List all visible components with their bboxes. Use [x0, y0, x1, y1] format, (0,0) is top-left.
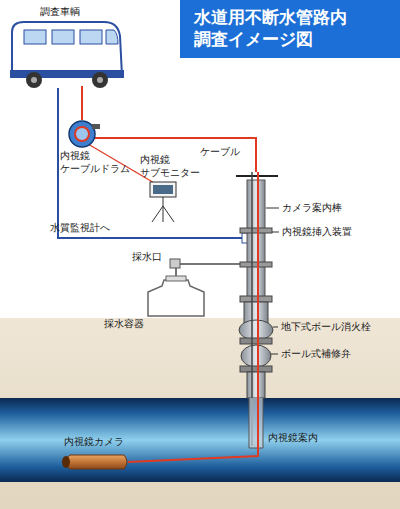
part-label: カメラ案内棒 [282, 202, 342, 215]
leader-lines [266, 208, 279, 354]
part-label: 内視鏡 サブモニター [140, 154, 200, 179]
monitor-line [58, 88, 244, 238]
part-label: 内視鏡挿入装置 [282, 226, 352, 239]
sampling-tap [170, 259, 180, 268]
water-main [0, 398, 400, 482]
part-label: 採水口 [132, 251, 162, 264]
cable-drum [69, 121, 100, 147]
part-label: 水質監視計へ [50, 222, 110, 235]
insertion-device [240, 180, 272, 302]
title: 水道用不断水管路内 調査イメージ図 [194, 6, 347, 50]
part-label: 内視鏡案内 [268, 432, 318, 445]
part-label: 調査車輌 [40, 6, 80, 19]
sampling-container [148, 276, 204, 316]
sub-monitor [150, 182, 176, 222]
cable [81, 86, 83, 120]
endoscope-guide [249, 398, 263, 448]
survey-van [10, 22, 124, 88]
cable [128, 172, 258, 462]
part-label: 内視鏡 ケーブルドラム [60, 150, 130, 175]
part-label: 地下式ボール消火栓 [281, 321, 371, 334]
part-label: ケーブル [200, 146, 240, 159]
hydrant-valve [239, 302, 273, 398]
part-label: ボール式補修弁 [281, 348, 351, 361]
title-panel: 水道用不断水管路内 調査イメージ図 [180, 0, 400, 58]
part-label: 内視鏡カメラ [64, 436, 124, 449]
part-label: 採水容器 [104, 318, 144, 331]
ground [0, 318, 400, 509]
endoscope-camera [62, 455, 127, 469]
